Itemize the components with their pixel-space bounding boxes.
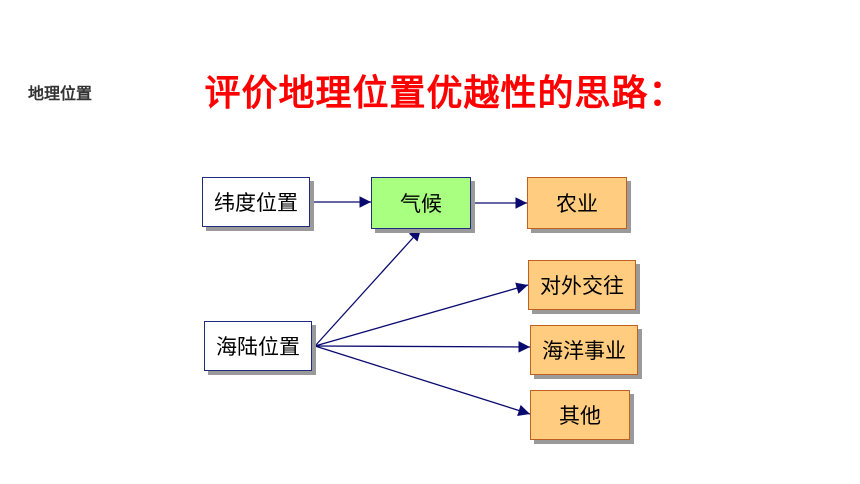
arrow-land_sea-to-other [314,345,531,417]
node-latitude-position: 纬度位置 [202,177,310,227]
page-title: 评价地理位置优越性的思路： [204,73,686,114]
node-marine-industry: 海洋事业 [530,325,638,375]
node-foreign-trade: 对外交往 [528,260,636,310]
node-agriculture: 农业 [527,177,627,229]
node-land-sea-position: 海陆位置 [204,321,312,371]
node-climate: 气候 [371,177,471,229]
arrow-land_sea-to-foreign_trade [314,282,529,347]
arrow-land_sea-to-marine [314,341,531,353]
node-other: 其他 [530,390,630,440]
arrow-land_sea-to-climate [314,228,422,347]
corner-label: 地理位置 [28,84,93,103]
